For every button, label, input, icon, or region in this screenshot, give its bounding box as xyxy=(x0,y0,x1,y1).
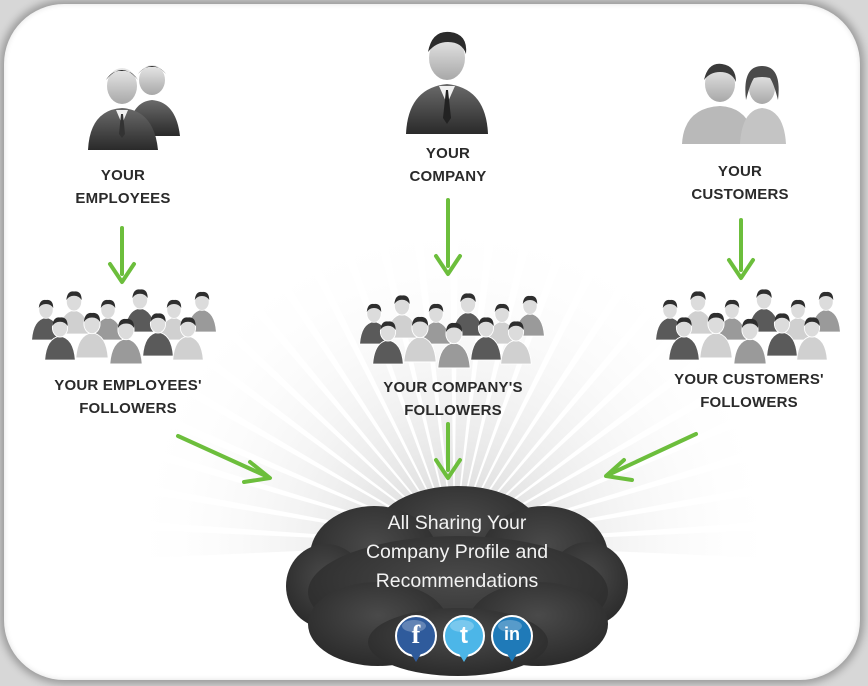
arrow-employees-to-followers xyxy=(108,226,136,284)
background-ray xyxy=(183,313,454,544)
background-ray xyxy=(454,226,603,545)
crowd-person xyxy=(733,318,767,365)
background-ray xyxy=(143,377,455,544)
crowd-person xyxy=(682,291,714,335)
facebook-letter: f xyxy=(411,620,421,649)
cloud-text-line1: All Sharing Your xyxy=(387,512,527,534)
company-label-line1: YOUR xyxy=(425,145,471,162)
customers-label-line2: CUSTOMERS xyxy=(691,186,789,203)
crowd-person xyxy=(470,317,502,361)
background-ray xyxy=(161,344,454,544)
employees-label-line1: YOUR xyxy=(100,167,146,184)
employees-followers-label-line1: YOUR EMPLOYEES' xyxy=(54,377,202,394)
background-ray xyxy=(454,262,670,544)
twitter-letter: t xyxy=(460,622,468,649)
customers-label-line1: YOUR xyxy=(717,163,763,180)
diagram-frame: YOUR EMPLOYEES YOUR COMPANY YOUR CUSTOME… xyxy=(4,4,860,680)
facebook-icon[interactable]: f xyxy=(394,614,438,664)
customers-followers-label-line1: YOUR CUSTOMERS' xyxy=(674,371,824,388)
customers-followers-label: YOUR CUSTOMERS' FOLLOWERS xyxy=(644,368,854,414)
background-ray xyxy=(454,344,747,544)
arrow-company-followers-to-cloud xyxy=(434,422,462,480)
background-ray xyxy=(454,214,567,544)
crowd-person xyxy=(75,312,109,359)
arrows-layer xyxy=(108,198,755,484)
crowd-person xyxy=(187,291,217,333)
company-icon xyxy=(406,31,488,134)
employees-icon xyxy=(88,65,180,150)
background-ray xyxy=(209,286,454,544)
crowd-person xyxy=(717,299,747,341)
employees-label-line2: EMPLOYEES xyxy=(75,190,171,207)
background-ray xyxy=(454,206,529,545)
linkedin-letter: in xyxy=(504,624,520,644)
twitter-icon[interactable]: t xyxy=(442,614,486,664)
crowd-person xyxy=(500,321,532,365)
background-ray xyxy=(238,262,454,544)
customers-followers-label-line2: FOLLOWERS xyxy=(700,394,798,411)
customers-icon xyxy=(682,63,786,144)
arrow-customers-to-followers xyxy=(727,218,755,280)
background-ray xyxy=(114,528,455,560)
employees-followers-crowd-icon xyxy=(31,289,217,365)
crowd-person xyxy=(109,318,143,365)
arrow-company-to-followers xyxy=(434,198,462,276)
crowd-person xyxy=(437,322,471,369)
crowd-person xyxy=(403,316,437,363)
linkedin-icon[interactable]: in xyxy=(490,614,534,664)
background-ray xyxy=(454,528,794,560)
crowd-person xyxy=(93,299,123,341)
background-ray xyxy=(341,214,454,544)
company-followers-crowd-icon xyxy=(359,293,545,369)
arrow-customers-followers-to-cloud xyxy=(604,432,698,482)
customers-followers-crowd-icon xyxy=(655,289,841,365)
background-ray xyxy=(454,313,725,544)
crowd-person xyxy=(796,317,828,361)
cloud-text-line2: Company Profile and xyxy=(365,541,549,563)
employees-followers-label-line2: FOLLOWERS xyxy=(79,400,177,417)
employees-label: YOUR EMPLOYEES xyxy=(60,164,186,210)
company-label: YOUR COMPANY xyxy=(388,142,508,188)
background-ray xyxy=(454,204,490,544)
background-ray xyxy=(270,242,454,544)
customers-label: YOUR CUSTOMERS xyxy=(672,160,808,206)
crowd-person xyxy=(699,312,733,359)
company-followers-label-line2: FOLLOWERS xyxy=(404,402,502,419)
company-label-line2: COMPANY xyxy=(409,168,487,185)
crowd-person xyxy=(372,321,404,365)
background-ray xyxy=(454,377,765,544)
cloud-text-line3: Recommendations xyxy=(375,570,539,592)
crowd-person xyxy=(766,313,798,357)
background-ray xyxy=(305,226,454,545)
crowd-person xyxy=(44,317,76,361)
crowd-person xyxy=(142,313,174,357)
employees-followers-label: YOUR EMPLOYEES' FOLLOWERS xyxy=(28,374,228,420)
background-rays xyxy=(114,204,794,560)
crowd-person xyxy=(421,303,451,345)
background-ray xyxy=(418,204,454,544)
arrow-employees-followers-to-cloud xyxy=(176,434,272,484)
company-followers-label-line1: YOUR COMPANY'S xyxy=(383,379,523,396)
crowd-person xyxy=(172,317,204,361)
company-followers-label: YOUR COMPANY'S FOLLOWERS xyxy=(358,376,548,422)
crowd-person xyxy=(668,317,700,361)
crowd-person xyxy=(487,303,517,345)
background-ray xyxy=(454,286,699,544)
cloud-text: All Sharing Your Company Profile and Rec… xyxy=(314,509,600,596)
crowd-person xyxy=(655,299,685,341)
background-ray xyxy=(454,242,638,544)
